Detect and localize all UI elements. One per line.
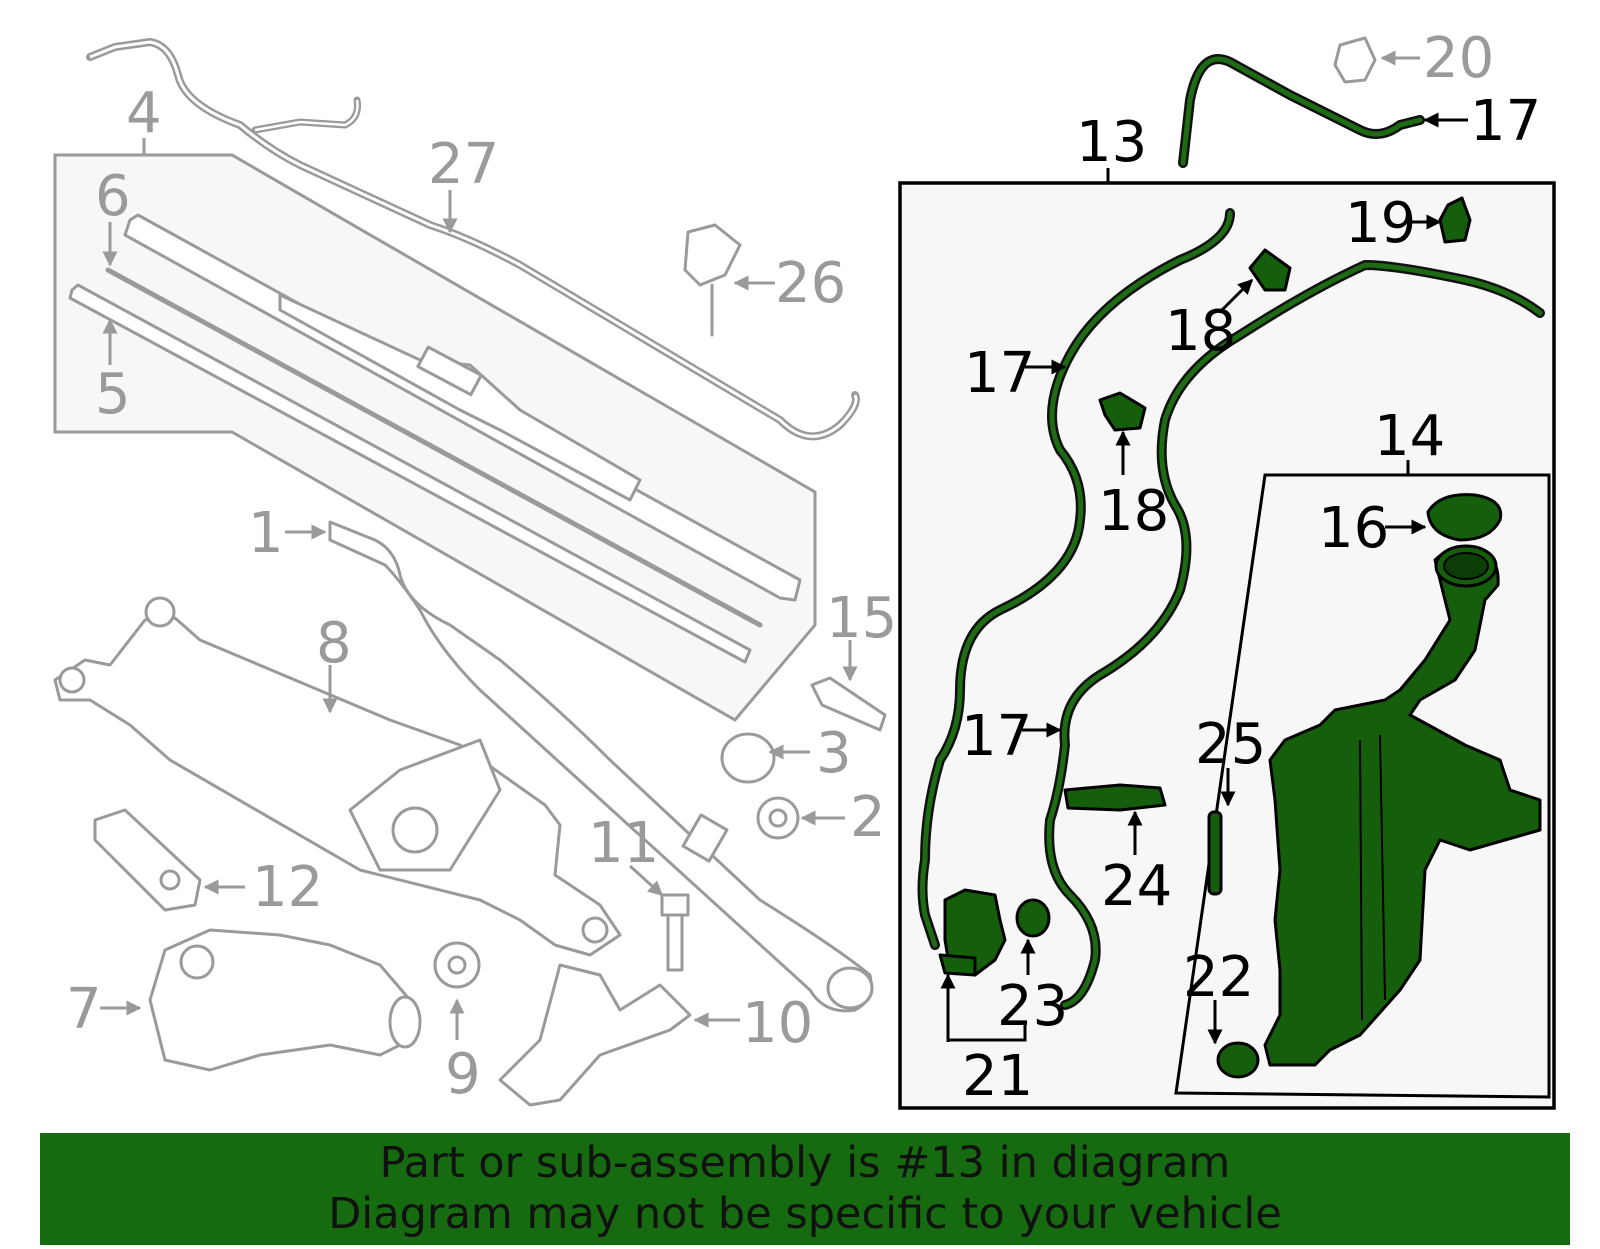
wiper-arm-1: [328, 520, 873, 1013]
motor-7-cap: [388, 995, 422, 1049]
callout-2: 2: [850, 785, 886, 850]
callout-18a: 18: [1165, 299, 1236, 364]
callout-13: 13: [1076, 110, 1147, 175]
grommet-22: [1216, 1041, 1260, 1079]
bolt-11-shank: [666, 913, 684, 972]
callout-10: 10: [742, 991, 813, 1056]
callout-20: 20: [1423, 26, 1494, 91]
seal-25: [1207, 810, 1223, 896]
notice-banner: Part or sub-assembly is #13 in diagram D…: [40, 1133, 1570, 1245]
blade-refill-6: [105, 267, 763, 628]
motor-7-shaft: [179, 944, 215, 980]
washer-hose-27-inner: [89, 40, 858, 438]
callout-12: 12: [252, 855, 323, 920]
callout-21: 21: [962, 1044, 1033, 1109]
callout-24: 24: [1101, 854, 1172, 919]
hose-17-lower-inner: [1046, 262, 1543, 1008]
blade-clip: [416, 345, 483, 397]
callout-17c: 17: [1470, 89, 1541, 154]
callout-8: 8: [316, 611, 352, 676]
nut-2-inner: [768, 808, 788, 828]
clip-18b: [1098, 391, 1147, 432]
callout-27: 27: [428, 132, 499, 197]
notice-line-1: Part or sub-assembly is #13 in diagram: [379, 1138, 1231, 1188]
notice-line-2: Diagram may not be specific to your vehi…: [328, 1189, 1282, 1239]
linkage-pivot-right: [581, 916, 609, 944]
callout-6: 6: [95, 164, 131, 229]
clip-20: [1333, 36, 1377, 84]
callout-4: 4: [126, 81, 162, 146]
reservoir-neck-opening: [1443, 552, 1489, 580]
callout-11: 11: [588, 811, 659, 876]
bracket-12-nut: [159, 869, 181, 891]
sensor-24: [1063, 783, 1167, 812]
arm-sleeve: [681, 813, 729, 863]
arm-pivot: [826, 966, 874, 1010]
linkage-pivot-left: [58, 666, 86, 694]
linkage-mount-hole: [391, 806, 439, 854]
clip-18a: [1248, 248, 1292, 292]
callout-3: 3: [816, 721, 852, 786]
callout-7: 7: [66, 977, 102, 1042]
bracket-10: [498, 963, 692, 1107]
callout-16: 16: [1318, 496, 1389, 561]
cap-3: [720, 732, 776, 784]
callout-15: 15: [826, 586, 897, 651]
callout-17b: 17: [961, 704, 1032, 769]
linkage-motor-mount: [348, 738, 502, 872]
callout-14: 14: [1374, 404, 1445, 469]
callout-19: 19: [1345, 191, 1416, 256]
callout-17a: 17: [964, 341, 1035, 406]
callout-22: 22: [1183, 945, 1254, 1010]
bolt-11-head: [660, 893, 690, 917]
callout-1: 1: [248, 501, 284, 566]
hose-17-upper-inner: [920, 210, 1233, 948]
nut-9-inner: [447, 955, 467, 975]
bracket-12: [93, 808, 202, 912]
callout-5: 5: [95, 362, 131, 427]
callout-25: 25: [1195, 712, 1266, 777]
filter-23: [1015, 898, 1051, 938]
hose-branch-inner: [254, 99, 359, 132]
reservoir-rib-2: [1379, 734, 1386, 1001]
callout-23: 23: [997, 974, 1068, 1039]
blade-insert-5: [68, 283, 752, 664]
cap-16: [1426, 493, 1503, 542]
hose-17-top-inner: [1180, 56, 1423, 166]
nozzle-26: [683, 223, 742, 287]
leader-18a: [1220, 278, 1254, 312]
bracket-21: [948, 1025, 1027, 1042]
hose-17-top: [1178, 54, 1425, 168]
pump-21-outlet: [938, 953, 977, 977]
reservoir-rib-1: [1359, 739, 1363, 1021]
bolt-15: [810, 676, 887, 732]
callout-18b: 18: [1098, 479, 1169, 544]
callout-9: 9: [445, 1042, 481, 1107]
linkage-pivot-top: [144, 596, 176, 628]
leader-11: [628, 864, 664, 897]
callout-26: 26: [775, 251, 846, 316]
